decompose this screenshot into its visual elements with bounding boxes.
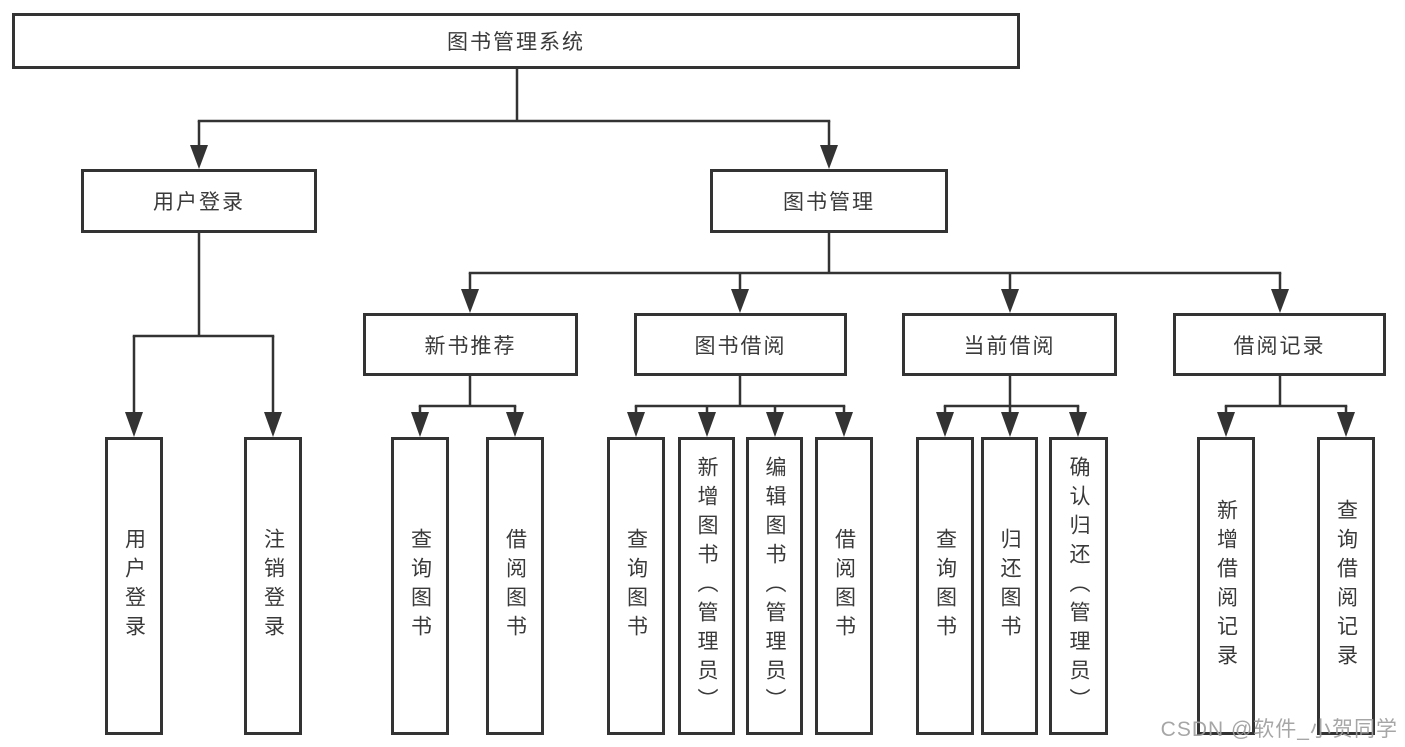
leaf-query-books-borrow: 查询图书: [607, 437, 665, 735]
node-user-login-label: 用户登录: [153, 191, 245, 214]
leaf-query-books-borrow-label: 查询图书: [624, 528, 648, 644]
node-root-label: 图书管理系统: [447, 31, 585, 54]
leaf-edit-books-admin: 编辑图书（管理员）: [746, 437, 803, 735]
node-book-management: 图书管理: [710, 169, 948, 233]
leaf-borrow-books-recommend-label: 借阅图书: [503, 528, 527, 644]
node-root-system: 图书管理系统: [12, 13, 1020, 69]
leaf-add-borrow-record: 新增借阅记录: [1197, 437, 1255, 735]
node-current-borrow-label: 当前借阅: [963, 334, 1056, 358]
leaf-add-borrow-record-label: 新增借阅记录: [1214, 499, 1238, 673]
leaf-edit-books-admin-label: 编辑图书（管理员）: [763, 455, 786, 717]
node-new-book-recommend-label: 新书推荐: [424, 334, 517, 358]
leaf-confirm-return-admin-label: 确认归还（管理员）: [1067, 455, 1090, 717]
leaf-add-books-admin: 新增图书（管理员）: [678, 437, 735, 735]
node-book-management-label: 图书管理: [783, 191, 875, 214]
leaf-user-login-label: 用户登录: [122, 528, 146, 644]
leaf-borrow-books-label: 借阅图书: [832, 528, 856, 644]
leaf-borrow-books: 借阅图书: [815, 437, 873, 735]
leaf-add-books-admin-label: 新增图书（管理员）: [695, 455, 718, 717]
node-user-login: 用户登录: [81, 169, 317, 233]
leaf-query-books-current-label: 查询图书: [933, 528, 957, 644]
leaf-confirm-return-admin: 确认归还（管理员）: [1049, 437, 1108, 735]
csdn-watermark: CSDN @软件_小贺同学: [1160, 718, 1398, 741]
leaf-logout-label: 注销登录: [261, 528, 285, 644]
node-borrow-records: 借阅记录: [1173, 313, 1386, 376]
node-book-borrow-label: 图书借阅: [694, 334, 787, 358]
leaf-user-login: 用户登录: [105, 437, 163, 735]
node-current-borrow: 当前借阅: [902, 313, 1117, 376]
leaf-query-books-current: 查询图书: [916, 437, 974, 735]
leaf-query-borrow-record: 查询借阅记录: [1317, 437, 1375, 735]
leaf-borrow-books-recommend: 借阅图书: [486, 437, 544, 735]
leaf-logout: 注销登录: [244, 437, 302, 735]
node-new-book-recommend: 新书推荐: [363, 313, 578, 376]
node-borrow-records-label: 借阅记录: [1233, 334, 1326, 358]
node-book-borrow: 图书借阅: [634, 313, 847, 376]
leaf-query-books-recommend-label: 查询图书: [408, 528, 432, 644]
leaf-return-books: 归还图书: [981, 437, 1038, 735]
leaf-return-books-label: 归还图书: [998, 528, 1021, 644]
leaf-query-borrow-record-label: 查询借阅记录: [1334, 499, 1358, 673]
leaf-query-books-recommend: 查询图书: [391, 437, 449, 735]
